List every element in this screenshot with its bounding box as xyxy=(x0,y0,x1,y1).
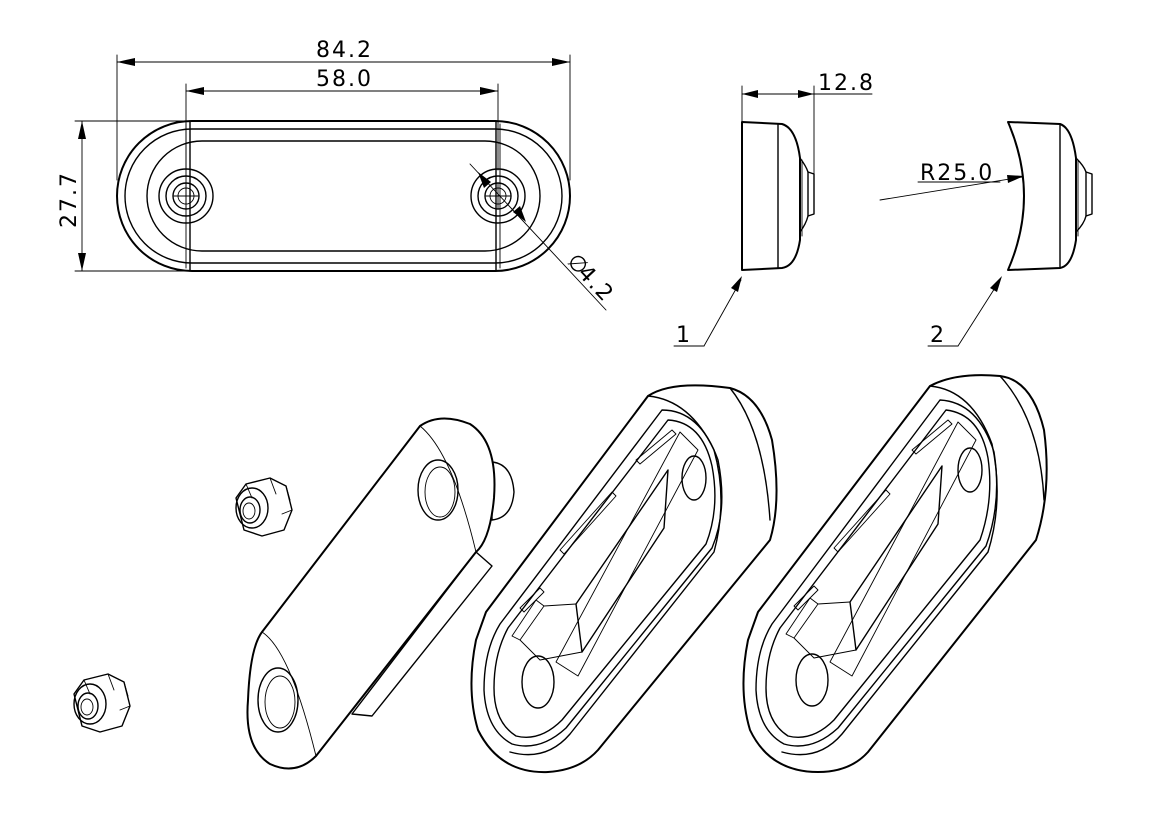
front-view: 84.2 58.0 27.7 ∅ 4.2 xyxy=(57,38,619,311)
housing-curved-outer xyxy=(742,374,1048,773)
dimension-depth: 12.8 xyxy=(818,71,875,96)
side-view-flat-body xyxy=(741,121,801,271)
housing-flat-outer xyxy=(470,384,778,774)
side-view-curved: R25.0 2 xyxy=(879,121,1093,348)
nut-upper xyxy=(235,477,293,537)
front-view-inner-outline xyxy=(124,128,563,264)
dimension-height: 27.7 xyxy=(57,171,82,228)
base-plate xyxy=(246,417,515,770)
side-view-curved-body xyxy=(1007,121,1077,271)
side-view-flat: 12.8 1 xyxy=(673,71,875,348)
callout-1: 1 xyxy=(676,323,690,348)
dimension-radius: R25.0 xyxy=(920,161,994,186)
front-view-outer-outline xyxy=(116,120,571,272)
nut-lower xyxy=(73,673,131,733)
callout-2: 2 xyxy=(930,323,944,348)
dimension-hole-spacing: 58.0 xyxy=(316,67,373,92)
front-view-lens-outline xyxy=(146,140,541,252)
housing-flat xyxy=(470,384,778,774)
housing-curved xyxy=(742,374,1048,773)
dimension-overall-length: 84.2 xyxy=(316,38,373,63)
